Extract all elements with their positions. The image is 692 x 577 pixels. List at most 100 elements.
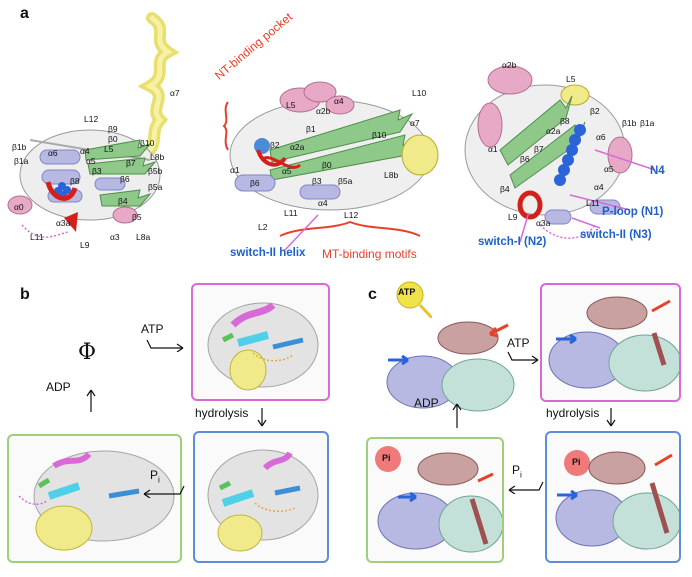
mt-binding-motifs-label: MT-binding motifs xyxy=(322,247,417,261)
label-alpha0: α0 xyxy=(14,202,24,212)
kinesin-structure-2 xyxy=(207,449,319,552)
panel-c-box-atp-state xyxy=(540,283,681,402)
label-alpha4: α4 xyxy=(594,182,604,192)
label-alpha7: α7 xyxy=(170,88,180,98)
label-L11: L11 xyxy=(30,232,44,242)
panel-c-box-hydrolysis-state: Pi xyxy=(545,431,681,563)
motor-domain-right xyxy=(464,65,656,243)
label-L8a: L8a xyxy=(136,232,151,242)
label-beta10: β10 xyxy=(372,130,387,140)
label-L5: L5 xyxy=(104,144,114,154)
switch-I-label: switch-I (N2) xyxy=(478,236,547,248)
label-beta6: β6 xyxy=(520,154,530,164)
label-alpha2a: α2a xyxy=(290,142,305,152)
label-beta0: β0 xyxy=(322,160,332,170)
label-L9: L9 xyxy=(80,240,90,250)
label-L12: L12 xyxy=(84,114,99,124)
label-beta2: β2 xyxy=(590,106,600,116)
panel-c-atp-arrow xyxy=(507,351,539,364)
panel-b-atp-arrow xyxy=(146,339,184,352)
panel-b-atp-label: ATP xyxy=(141,322,164,336)
label-beta1a: β1a xyxy=(640,118,655,128)
label-beta5a: β5a xyxy=(148,182,163,192)
panel-a-structures xyxy=(7,12,656,251)
label-beta5: β5 xyxy=(132,212,142,222)
panel-a-letter: a xyxy=(20,5,29,22)
motor-domain-left xyxy=(7,129,161,238)
label-beta4: β4 xyxy=(118,196,128,206)
label-alpha4-lower: α4 xyxy=(318,198,328,208)
label-alpha6: α6 xyxy=(596,132,606,142)
panel-b-box-adp-state xyxy=(7,434,182,563)
panel-c-box-adp-state: Pi xyxy=(366,437,504,563)
label-beta3: β3 xyxy=(312,176,322,186)
label-beta3: β3 xyxy=(92,166,102,176)
label-L8b: L8b xyxy=(384,170,399,180)
label-L2: L2 xyxy=(258,222,268,232)
label-L12: L12 xyxy=(344,210,359,220)
label-beta5b: β5b xyxy=(148,166,163,176)
panel-b-pi-arrow xyxy=(143,485,185,498)
label-L8b: L8b xyxy=(150,152,165,162)
label-alpha5: α5 xyxy=(604,164,614,174)
label-alpha3a: α3a xyxy=(536,218,551,228)
n4-label: N4 xyxy=(650,165,665,177)
label-alpha1: α1 xyxy=(488,144,498,154)
motor-domain-middle xyxy=(222,81,439,251)
pi-badge-hydrolysis: Pi xyxy=(572,457,581,467)
label-beta7: β7 xyxy=(126,158,136,168)
label-alpha2a: α2a xyxy=(546,126,561,136)
label-alpha2b: α2b xyxy=(316,106,331,116)
label-alpha5: α5 xyxy=(282,166,292,176)
label-beta2: β2 xyxy=(270,140,280,150)
label-beta0: β0 xyxy=(108,134,118,144)
label-alpha3: α3 xyxy=(110,232,120,242)
label-beta1b: β1b xyxy=(12,142,27,152)
label-alpha1: α1 xyxy=(230,165,240,175)
label-alpha2b: α2b xyxy=(502,60,517,70)
panel-b-adp-arrow xyxy=(86,389,96,412)
label-beta1a: β1a xyxy=(14,156,29,166)
panel-c-adp-label: ADP xyxy=(414,396,439,410)
panel-c-hydrolysis-arrow xyxy=(606,408,616,427)
kinesin-tubulin-complex-initial xyxy=(386,321,515,412)
label-alpha3a: α3a xyxy=(56,218,71,228)
kinesin-structure-1 xyxy=(207,302,319,391)
label-L11: L11 xyxy=(586,198,600,208)
panel-b-hydrolysis-arrow xyxy=(257,408,267,427)
switch-II-label: switch-II (N3) xyxy=(580,229,652,241)
panel-c-pi-arrow xyxy=(508,481,544,494)
label-L11: L11 xyxy=(284,208,298,218)
label-beta9: β9 xyxy=(108,124,118,134)
label-beta10: β10 xyxy=(140,138,155,148)
label-L10: L10 xyxy=(412,88,427,98)
panel-b-box-hydrolysis-state xyxy=(193,431,329,563)
label-beta1b: β1b xyxy=(622,118,637,128)
atp-badge-text: ATP xyxy=(398,287,416,297)
label-alpha4: α4 xyxy=(334,96,344,106)
label-beta6: β6 xyxy=(250,178,260,188)
label-beta8: β8 xyxy=(560,116,570,126)
label-L5: L5 xyxy=(566,74,576,84)
label-beta4: β4 xyxy=(500,184,510,194)
panel-c-pi-label: Pi xyxy=(512,463,522,480)
panel-c-letter: c xyxy=(368,286,377,303)
label-alpha4: α4 xyxy=(80,146,90,156)
panel-b-hydrolysis-label: hydrolysis xyxy=(195,406,249,420)
p-loop-label: P-loop (N1) xyxy=(602,206,664,218)
panel-b-letter: b xyxy=(20,286,30,303)
label-beta6: β6 xyxy=(120,174,130,184)
label-alpha5: α5 xyxy=(86,156,96,166)
label-L9: L9 xyxy=(508,212,518,222)
phi-symbol: Φ xyxy=(78,340,97,365)
kinesin-tubulin-complex-2 xyxy=(548,296,679,392)
panel-b-pi-label: Pi xyxy=(150,468,160,485)
panel-c-hydrolysis-label: hydrolysis xyxy=(546,406,600,420)
kinesin-tubulin-complex-3 xyxy=(555,450,679,550)
panel-c-atp-label: ATP xyxy=(507,336,530,350)
label-alpha7: α7 xyxy=(410,118,420,128)
alpha7-helix-left xyxy=(137,12,180,156)
label-beta7: β7 xyxy=(534,144,544,154)
switch-II-helix-label: switch-II helix xyxy=(230,247,306,259)
panel-c-adp-arrow xyxy=(452,403,462,428)
